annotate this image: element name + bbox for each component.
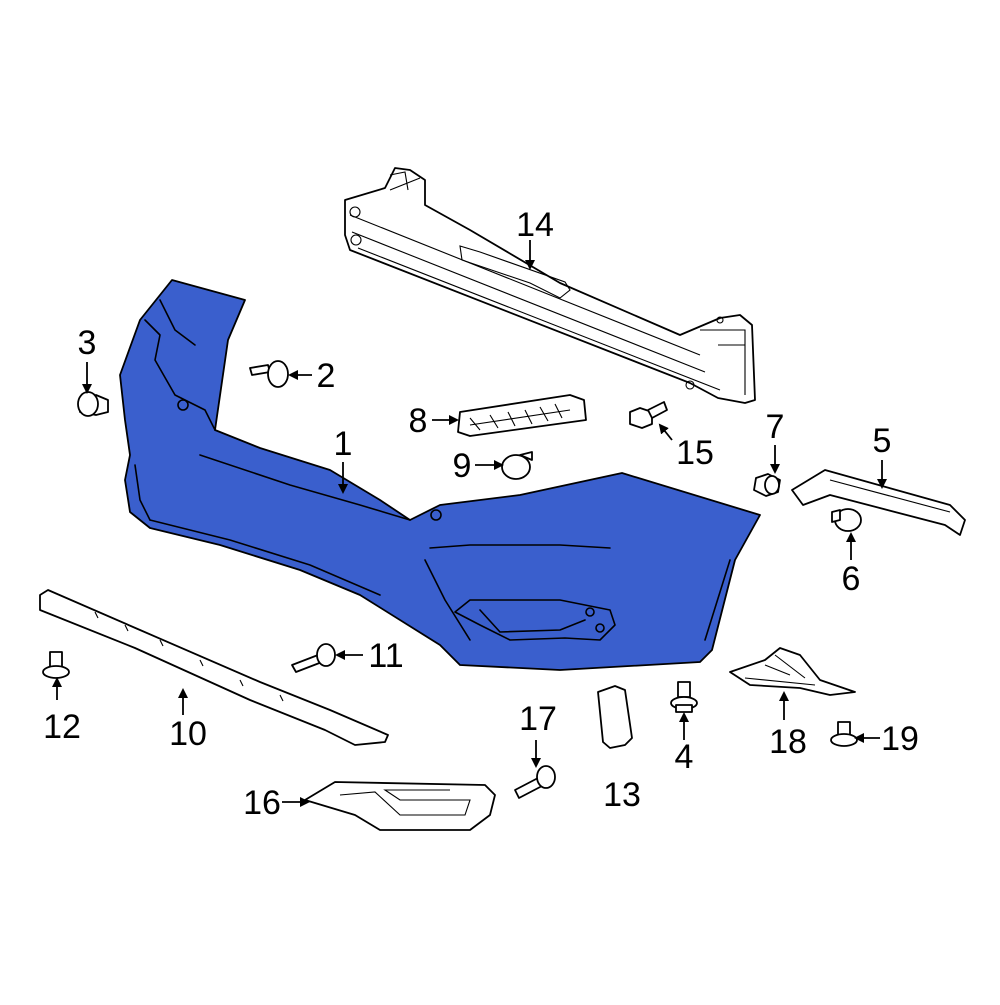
callout-5: 5 (873, 422, 892, 460)
callout-19: 19 (881, 720, 919, 758)
callout-18: 18 (769, 723, 807, 761)
impact-bar-part-14[interactable] (344, 167, 756, 404)
callout-7: 7 (766, 408, 785, 446)
side-bracket-part-18[interactable] (729, 647, 856, 696)
callout-14: 14 (516, 206, 554, 244)
bracket-part-5[interactable] (791, 469, 966, 536)
callout-3: 3 (78, 324, 97, 362)
bolt-part-2[interactable] (249, 360, 289, 388)
callout-12: 12 (43, 708, 81, 746)
callout-13: 13 (603, 776, 641, 814)
bolt-part-17[interactable] (514, 765, 556, 799)
grommet-part-19[interactable] (830, 721, 858, 747)
fastener-part-3[interactable] (77, 391, 109, 417)
callout-17: 17 (519, 700, 557, 738)
callout-11: 11 (368, 637, 403, 675)
callout-9: 9 (453, 447, 472, 485)
callout-2: 2 (317, 357, 336, 395)
bolt-part-15[interactable] (629, 401, 668, 429)
callout-1: 1 (334, 425, 353, 463)
spacer-part-8[interactable] (457, 394, 587, 437)
clip-part-4[interactable] (670, 681, 698, 713)
callout-15: 15 (676, 434, 714, 472)
lower-molding-part-10[interactable] (39, 589, 389, 746)
leader-lines (52, 240, 887, 807)
rivet-part-9[interactable] (501, 451, 533, 480)
nut-part-7[interactable] (753, 473, 781, 497)
callout-16: 16 (243, 784, 281, 822)
bumper-cover-part-1[interactable] (119, 279, 761, 671)
callout-6: 6 (842, 560, 861, 598)
callout-10: 10 (169, 715, 207, 753)
callout-8: 8 (409, 402, 428, 440)
callout-labels: 1 2 3 4 5 6 7 8 9 10 11 12 13 14 15 16 1… (43, 206, 919, 822)
push-clip-part-6[interactable] (831, 508, 862, 532)
screw-part-11[interactable] (291, 643, 336, 673)
fog-bezel-part-16[interactable] (304, 781, 496, 831)
reflector-part-13[interactable] (597, 685, 633, 749)
callout-4: 4 (675, 738, 694, 776)
grommet-part-12[interactable] (42, 651, 70, 679)
